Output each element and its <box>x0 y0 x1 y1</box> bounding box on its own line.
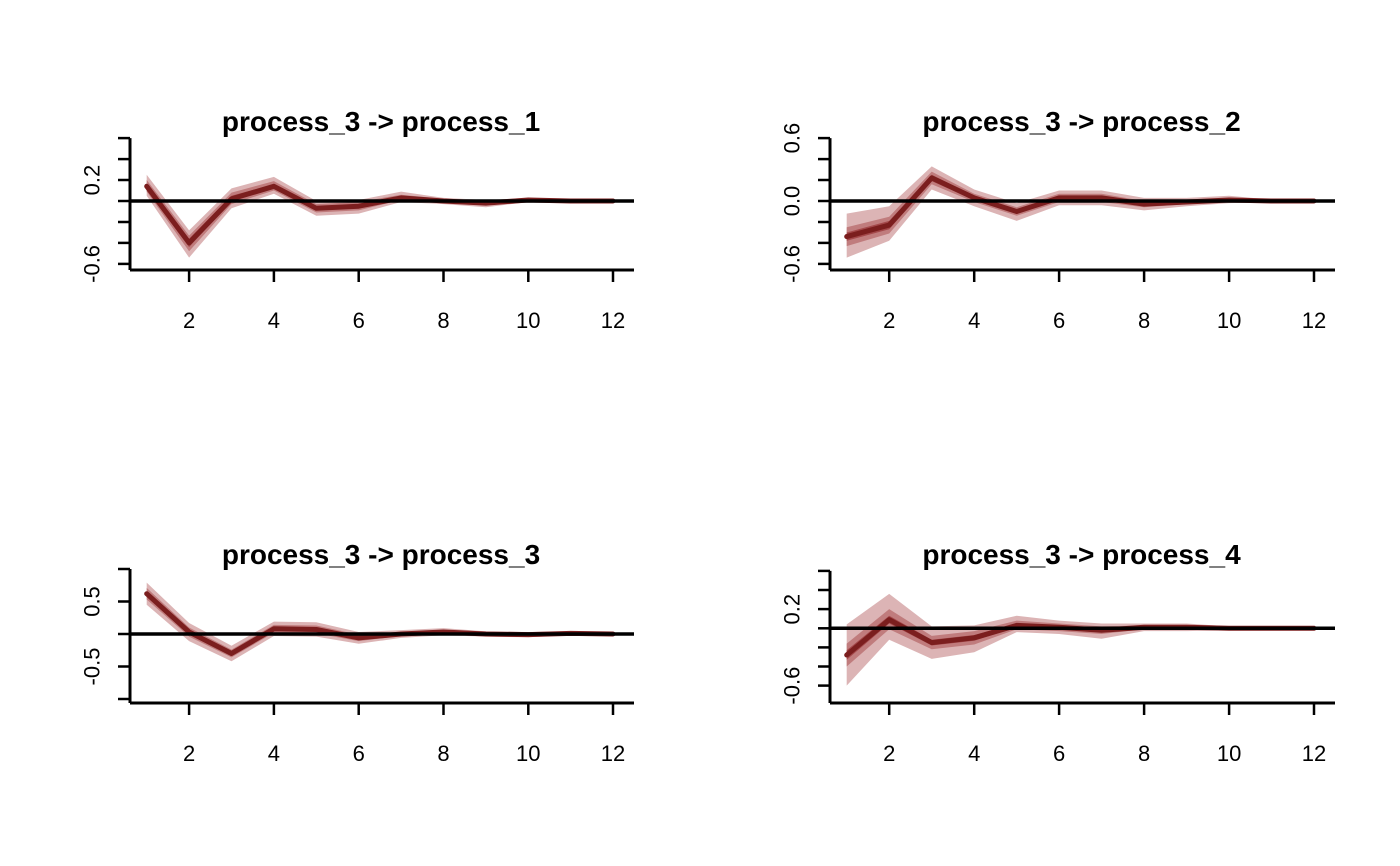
panel-title: process_3 -> process_1 <box>222 106 540 137</box>
credible-band-2 <box>146 180 613 252</box>
x-tick-label: 12 <box>1302 308 1326 333</box>
x-tick-label: 6 <box>353 741 365 766</box>
data-point <box>930 176 934 180</box>
panel-2: -0.6 0.0 0.6 2 4 6 8 10 12 process_3 -> process_2 <box>780 106 1335 333</box>
data-point <box>357 204 361 208</box>
y-tick-label: 0.0 <box>780 186 805 217</box>
x-tick-label: 6 <box>1053 741 1065 766</box>
x-tick-label: 10 <box>1217 741 1241 766</box>
y-tick-label: -0.6 <box>780 245 805 283</box>
data-point <box>887 618 891 622</box>
x-tick-label: 4 <box>968 308 980 333</box>
x-tick-label: 4 <box>268 741 280 766</box>
x-tick-label: 12 <box>1302 741 1326 766</box>
x-tick-label: 8 <box>1138 741 1150 766</box>
x-tick-label: 4 <box>268 308 280 333</box>
x-tick-label: 8 <box>437 308 449 333</box>
data-point <box>972 636 976 640</box>
x-tick-label: 6 <box>1053 308 1065 333</box>
x-tick-label: 2 <box>183 308 195 333</box>
data-point <box>357 636 361 640</box>
data-point <box>1142 202 1146 206</box>
x-tick-label: 6 <box>353 308 365 333</box>
panel-title: process_3 -> process_3 <box>222 539 540 570</box>
response-line <box>144 183 616 246</box>
data-point <box>1100 196 1104 200</box>
x-tick-label: 2 <box>183 741 195 766</box>
panel-4: -0.6 0.2 2 4 6 8 10 12 process_3 -> process_4 <box>780 539 1335 766</box>
panel-1: -0.6 0.2 2 4 6 8 10 12 process_3 -> process_1 <box>80 106 634 333</box>
x-tick-label: 10 <box>1217 308 1241 333</box>
y-tick-label: -0.6 <box>780 667 805 705</box>
panel-title: process_3 -> process_4 <box>922 539 1241 570</box>
data-point <box>1015 210 1019 213</box>
credible-band-3 <box>146 174 613 258</box>
y-tick-label: 0.5 <box>80 586 105 617</box>
data-point <box>230 652 233 655</box>
y-tick-label: -0.5 <box>80 648 105 686</box>
response-line <box>144 591 616 656</box>
x-tick-label: 12 <box>601 308 625 333</box>
x-tick-label: 2 <box>883 741 895 766</box>
data-point <box>930 641 934 645</box>
x-tick-label: 10 <box>516 741 540 766</box>
credible-band-3 <box>846 166 1314 258</box>
panel-3: -0.5 0.5 2 4 6 8 10 12 process_3 -> process_3 <box>80 539 634 766</box>
data-point <box>845 235 849 239</box>
y-tick-label: 0.6 <box>780 123 805 154</box>
data-point <box>272 627 276 631</box>
y-tick-label: 0.2 <box>780 594 805 625</box>
data-point <box>887 223 891 227</box>
data-point <box>1015 623 1019 627</box>
y-tick-label: 0.2 <box>80 165 105 196</box>
x-tick-label: 4 <box>968 741 980 766</box>
data-point <box>972 196 976 200</box>
data-point <box>314 206 318 210</box>
data-point <box>187 241 191 245</box>
x-tick-label: 8 <box>437 741 449 766</box>
data-point <box>272 184 276 188</box>
data-point <box>399 196 403 200</box>
data-point <box>145 592 149 596</box>
data-point <box>314 628 318 631</box>
panel-title: process_3 -> process_2 <box>922 106 1240 137</box>
x-tick-label: 8 <box>1138 308 1150 333</box>
data-point <box>845 653 849 657</box>
x-tick-label: 10 <box>516 308 540 333</box>
credible-band-3 <box>146 582 613 662</box>
x-tick-label: 2 <box>883 308 895 333</box>
x-tick-label: 12 <box>601 741 625 766</box>
credible-band-2 <box>846 609 1314 667</box>
data-point <box>1057 196 1061 200</box>
data-point <box>145 184 149 188</box>
y-tick-label: -0.6 <box>80 245 105 283</box>
